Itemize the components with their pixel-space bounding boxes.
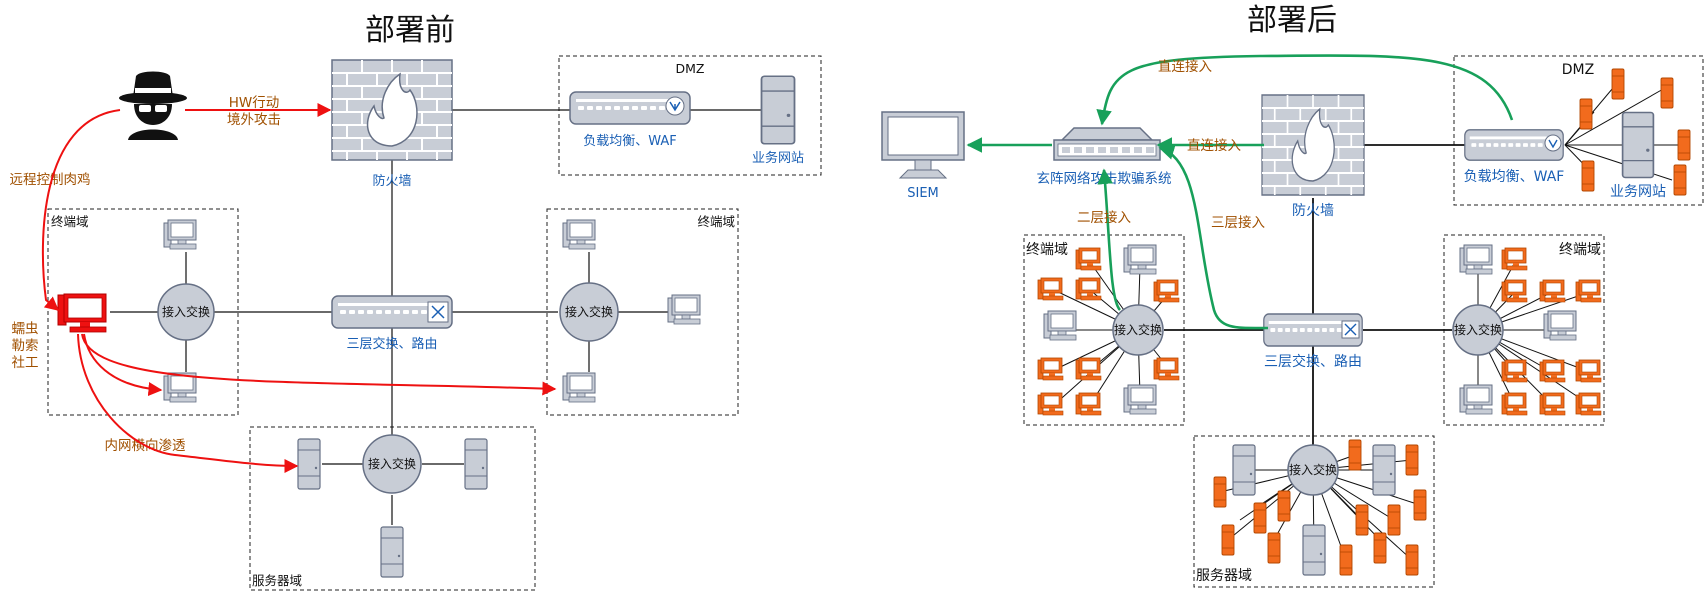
dmz-label-after: DMZ [1562, 62, 1594, 78]
load-balancer-icon [1464, 129, 1564, 161]
terminal-zone-label-right-before: 终端域 [697, 214, 735, 229]
attack-label-ransom: 勒索 [12, 338, 39, 354]
deception-links [966, 54, 1514, 330]
firewall-label-after: 防火墙 [1292, 203, 1334, 219]
web-label-after: 业务网站 [1610, 184, 1666, 200]
server-zone-label-before: 服务器域 [252, 573, 302, 588]
conn-label-layer2: 二层接入 [1077, 209, 1131, 226]
infected-pc-icon [57, 293, 107, 333]
access-switch-right-before: 接入交换 [559, 282, 619, 342]
svg-text:接入交换: 接入交换 [162, 304, 210, 319]
title-after: 部署后 [1247, 3, 1337, 38]
load-balancer-icon [569, 91, 691, 125]
attack-label-foreign: 境外攻击 [227, 112, 281, 128]
attack-label-hw: HW行动 [229, 95, 280, 111]
svg-text:接入交换: 接入交换 [368, 456, 416, 471]
core-switch-label-before: 三层交换、路由 [346, 336, 437, 352]
deception-appliance-icon [1053, 127, 1161, 161]
svg-text:接入交换: 接入交换 [565, 304, 613, 319]
server-zone-after [1193, 435, 1435, 588]
terminal-zone-label-right-after: 终端域 [1559, 242, 1601, 258]
switch-icon [331, 295, 453, 329]
dmz-zone-before [558, 55, 822, 176]
firewall-icon [331, 59, 453, 161]
attack-paths [41, 103, 557, 473]
firewall-label-before: 防火墙 [372, 173, 411, 189]
monitor-icon [881, 111, 965, 179]
attack-label-botnet: 远程控制肉鸡 [10, 171, 91, 188]
access-switch-left-before: 接入交换 [157, 283, 215, 341]
terminal-zone-left-before [47, 208, 239, 416]
terminal-zone-label-left-after: 终端域 [1026, 242, 1068, 258]
firewall-icon [1261, 94, 1365, 196]
svg-text:接入交换: 接入交换 [1289, 462, 1337, 477]
attack-label-worm: 蠕虫 [12, 321, 39, 337]
conn-label-direct-top: 直连接入 [1158, 58, 1212, 75]
siem-label: SIEM [907, 186, 939, 201]
access-switch-server-after: 接入交换 [1287, 444, 1339, 496]
access-switch-server-before: 接入交换 [362, 434, 422, 494]
server-icon [1621, 111, 1655, 179]
core-switch-label-after: 三层交换、路由 [1264, 353, 1362, 370]
links-after [1164, 144, 1466, 446]
svg-text:接入交换: 接入交换 [1454, 322, 1502, 337]
server-icon [760, 75, 796, 145]
title-before: 部署前 [365, 13, 455, 48]
access-switch-right-after: 接入交换 [1452, 304, 1504, 356]
web-label-before: 业务网站 [752, 150, 804, 166]
svg-text:接入交换: 接入交换 [1114, 322, 1162, 337]
dmz-zone-after [1453, 55, 1704, 206]
lb-waf-label-before: 负载均衡、WAF [583, 134, 677, 149]
lb-waf-label-after: 负载均衡、WAF [1464, 169, 1565, 185]
server-zone-label-after: 服务器域 [1196, 568, 1252, 584]
dmz-label-before: DMZ [676, 61, 705, 76]
conn-label-direct-mid: 直连接入 [1187, 137, 1241, 154]
terminal-zone-right-before [546, 208, 739, 416]
attack-label-social: 社工 [12, 355, 39, 371]
switch-icon [1263, 313, 1363, 347]
terminal-zone-label-left-before: 终端域 [51, 214, 89, 229]
hacker-icon [119, 71, 187, 140]
links-before [110, 109, 762, 525]
conn-label-layer3: 三层接入 [1211, 214, 1265, 231]
access-switch-left-after: 接入交换 [1112, 304, 1164, 356]
